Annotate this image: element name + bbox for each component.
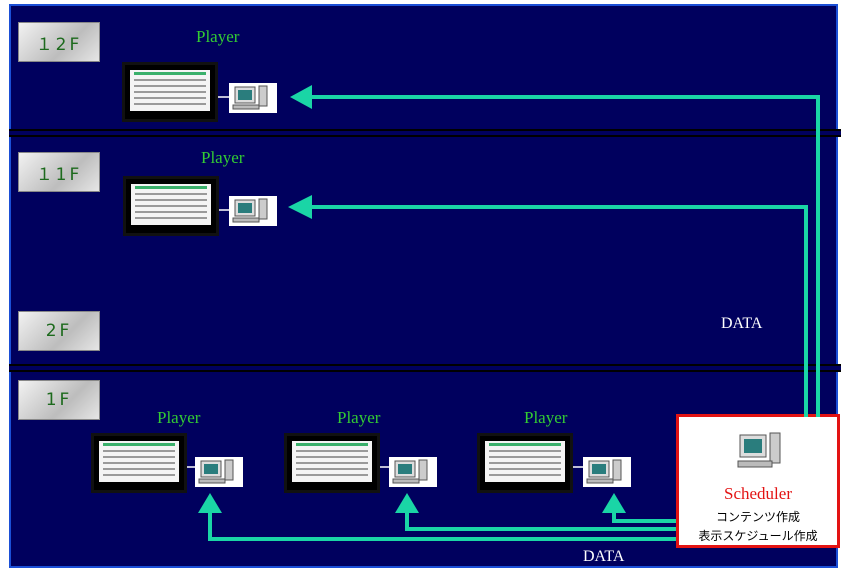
player-label: Player — [157, 408, 201, 427]
arrow-head — [395, 493, 419, 513]
floor-divider — [9, 364, 841, 372]
player-label: Player — [524, 408, 568, 427]
monitor-icon — [123, 176, 219, 236]
pc-icon — [229, 196, 277, 226]
monitor-icon — [477, 433, 573, 493]
monitor-icon — [91, 433, 187, 493]
arrow-head — [288, 195, 312, 219]
scheduler-line1: コンテンツ作成 — [715, 510, 800, 524]
floor-divider — [9, 129, 841, 137]
scheduler-title: Scheduler — [724, 484, 792, 503]
floor-label-12f: １2F — [18, 22, 100, 62]
pc-icon — [737, 432, 781, 468]
data-label: DATA — [583, 548, 625, 565]
floor-label-1f: 1F — [18, 380, 100, 420]
floor-label-11f: １1F — [18, 152, 100, 192]
data-line-11f — [312, 205, 808, 417]
data-line-1f-b — [405, 508, 676, 531]
player-label: Player — [196, 27, 240, 46]
pc-icon — [195, 457, 243, 487]
scheduler-box: Scheduler コンテンツ作成 表示スケジュール作成 — [676, 414, 840, 548]
arrow-head — [290, 85, 312, 109]
data-line-1f-a — [208, 508, 676, 541]
data-line-12f — [310, 95, 820, 417]
pc-icon — [583, 457, 631, 487]
monitor-icon — [122, 62, 218, 122]
arrow-head — [198, 493, 222, 513]
pc-icon — [389, 457, 437, 487]
floor-label-2f: 2F — [18, 311, 100, 351]
data-label: DATA — [721, 315, 763, 332]
arrow-head — [602, 493, 626, 513]
scheduler-line2: 表示スケジュール作成 — [698, 529, 818, 543]
pc-icon — [229, 83, 277, 113]
monitor-icon — [284, 433, 380, 493]
player-label: Player — [201, 148, 245, 167]
player-label: Player — [337, 408, 381, 427]
